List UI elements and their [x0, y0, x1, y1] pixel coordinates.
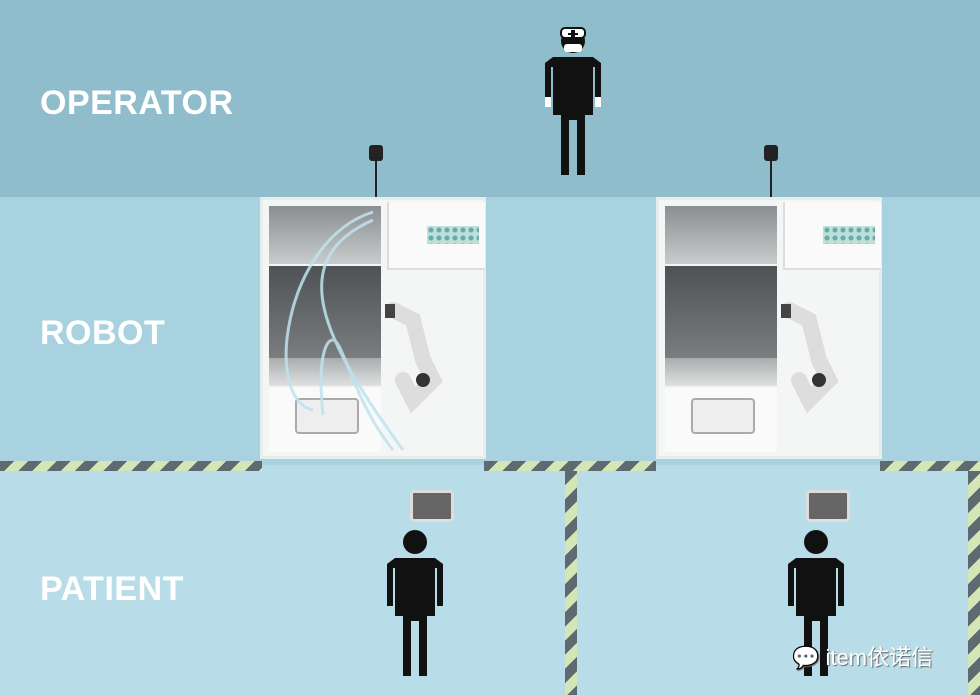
- hazard-stripe-vertical: [968, 471, 980, 695]
- robot-booth-2: [656, 197, 882, 459]
- watermark: 💬 item依诺信: [792, 640, 933, 672]
- test-tube-rack: [427, 226, 479, 244]
- hazard-stripe-vertical: [565, 471, 577, 695]
- workflow-arrows: [284, 210, 405, 451]
- operator-label: OPERATOR: [40, 84, 234, 122]
- hazard-stripe: [880, 461, 980, 471]
- robot-arm-icon: [385, 302, 443, 414]
- operator-zone: [0, 0, 980, 197]
- foot-pedal-icon: [806, 490, 850, 522]
- camera-cord: [375, 160, 377, 197]
- camera-icon: [764, 145, 778, 161]
- hazard-stripe: [484, 461, 656, 471]
- patient-label: PATIENT: [40, 570, 184, 608]
- test-tube-rack: [823, 226, 875, 244]
- robot-label: ROBOT: [40, 314, 166, 352]
- camera-cord: [770, 160, 772, 197]
- foot-pedal-icon: [410, 490, 454, 522]
- hazard-stripe: [0, 461, 262, 471]
- sink: [295, 398, 359, 434]
- wechat-icon: 💬: [792, 645, 820, 670]
- sink: [691, 398, 755, 434]
- operator-with-headset-icon: [545, 27, 601, 175]
- robot-arm-icon: [781, 302, 839, 414]
- watermark-text: item依诺信: [825, 645, 934, 670]
- robot-booth-1: [260, 197, 486, 459]
- patient-icon: [788, 530, 844, 676]
- camera-icon: [369, 145, 383, 161]
- patient-icon: [387, 530, 443, 676]
